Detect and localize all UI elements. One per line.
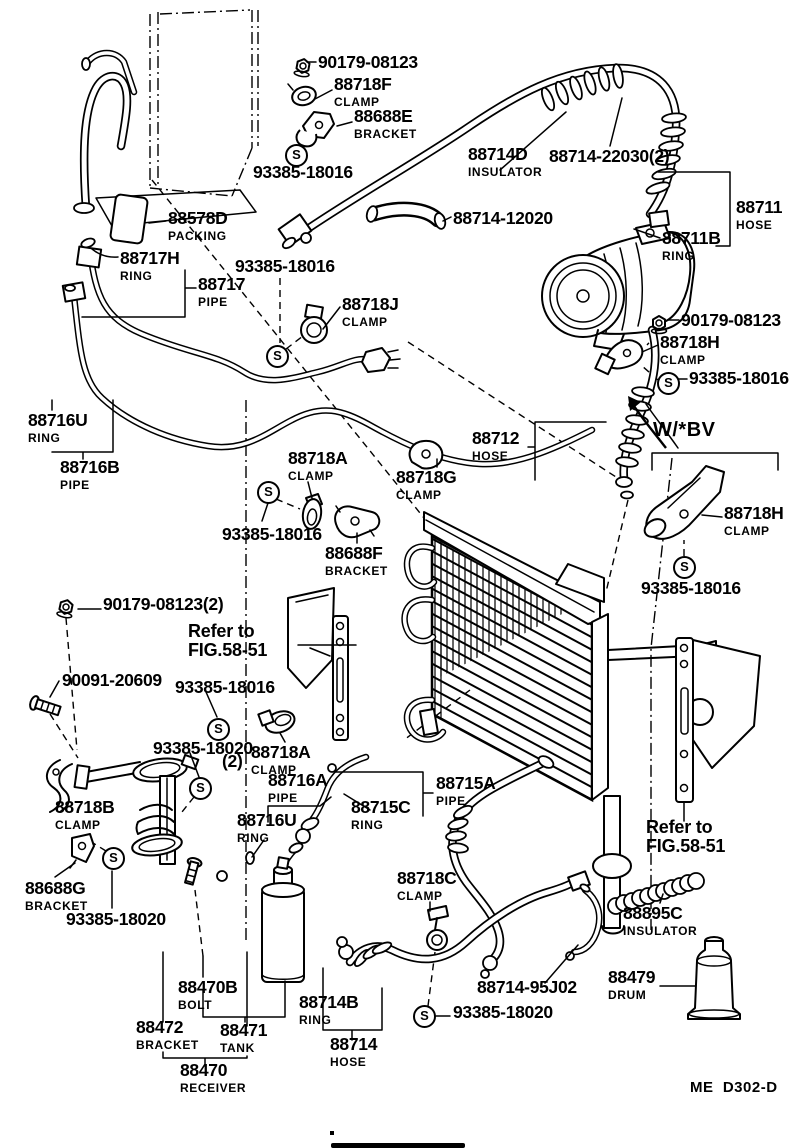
- hose-88714-12020: [365, 201, 447, 230]
- packing-88578d: [109, 193, 149, 245]
- condenser: [401, 511, 717, 935]
- insulator-88714d-corrugation: [540, 63, 624, 112]
- tube-88714-95j02: [565, 883, 603, 961]
- clamp-88718a-lower-icon: [257, 709, 296, 734]
- pipe-88717: [86, 248, 401, 384]
- screw-90091-icon: [29, 695, 62, 717]
- hose-88714: [336, 870, 591, 967]
- bracket-88688e-icon: [295, 111, 335, 148]
- clamp-88718h-left-icon: [594, 339, 644, 376]
- bolt-90179-left-icon: [55, 597, 76, 620]
- compressor: [541, 209, 696, 351]
- leader-lines: [49, 61, 779, 1067]
- clamp-88718g-icon: [408, 439, 444, 470]
- receiver-bracket-assembly: [45, 753, 255, 886]
- scan-dot-artifact: [330, 1131, 334, 1135]
- hose-88711: [277, 63, 687, 250]
- clamp-88718c-icon: [426, 905, 449, 951]
- bracket-88688f-icon: [334, 505, 381, 539]
- drum-88479: [687, 936, 741, 1020]
- bracket-88688g-icon: [69, 833, 95, 869]
- bottom-scan-artifact: [331, 1143, 465, 1148]
- o-ring-small: [245, 851, 255, 865]
- figure-code: ME D302-D: [690, 1079, 778, 1096]
- clamp-88718a-upper-icon: [301, 493, 323, 530]
- clamp-88718f-icon: [287, 83, 317, 107]
- bolt-88470b: [184, 857, 203, 886]
- clamp-88718h-right-icon: [643, 465, 725, 540]
- evaporator-pipes: [73, 49, 138, 214]
- pipe-88716a: [284, 753, 370, 869]
- wbv-arrowhead: [628, 396, 641, 411]
- pipe-88716b: [61, 281, 596, 468]
- bracket-plate-left: [287, 587, 349, 741]
- clamp-88718j-icon: [300, 303, 328, 344]
- o-ring: [216, 870, 228, 882]
- receiver-tank-88471: [261, 856, 305, 983]
- nut-90179-top-icon: [292, 56, 313, 79]
- insulator-88895c: [607, 872, 705, 915]
- hose-88715a: [445, 755, 555, 979]
- evaporator-phantom-outline: [95, 9, 259, 227]
- bracket-plate-right: [675, 637, 761, 803]
